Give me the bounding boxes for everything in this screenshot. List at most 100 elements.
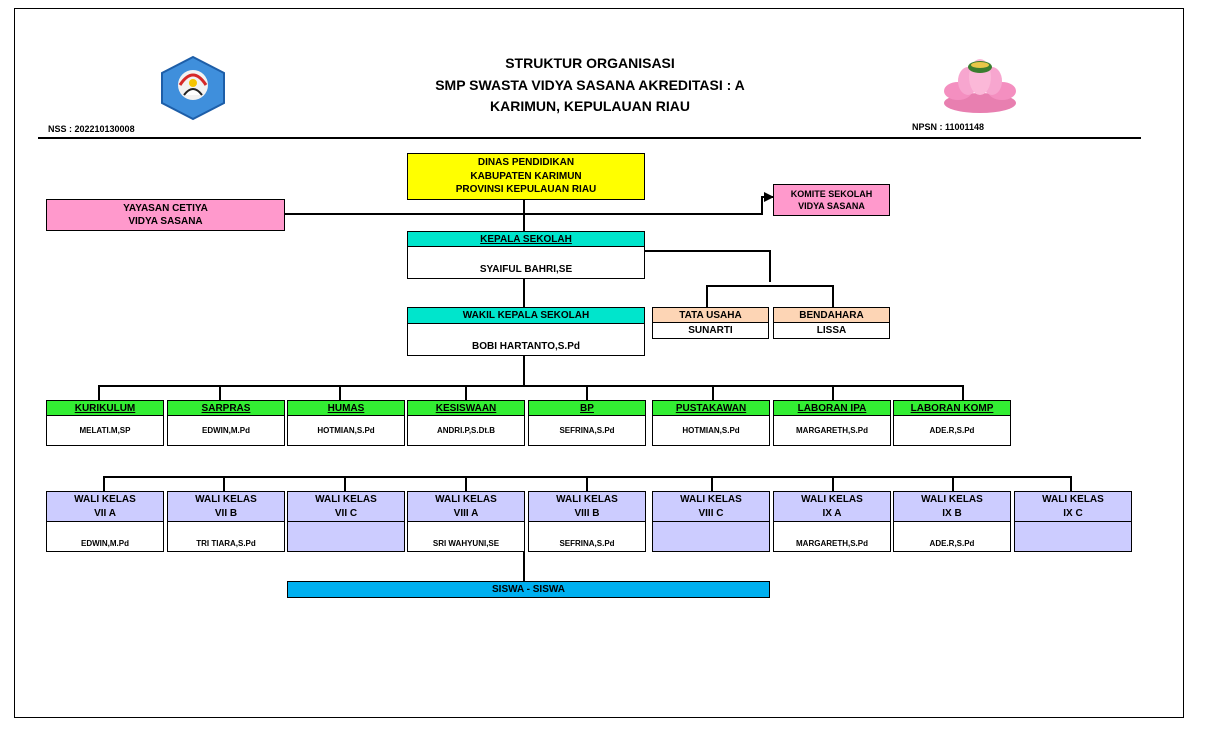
connector: [769, 250, 771, 282]
logo-right: [940, 53, 1020, 119]
connector: [219, 385, 221, 401]
komite-box: KOMITE SEKOLAH VIDYA SASANA: [773, 184, 890, 216]
wali-label: WALI KELAS: [921, 494, 983, 505]
wali-label: WALI KELAS: [801, 494, 863, 505]
wali-ix-a-header: WALI KELAS IX A: [773, 491, 891, 522]
wakil-name: BOBI HARTANTO,S.Pd: [407, 324, 645, 356]
wali-label: WALI KELAS: [1042, 494, 1104, 505]
wali-class: VIII B: [574, 508, 600, 519]
connector: [98, 385, 100, 401]
connector: [952, 476, 954, 492]
connector: [586, 385, 588, 401]
connector: [586, 476, 588, 492]
connector: [706, 285, 708, 307]
unit-kurikulum-name: MELATI.M,SP: [46, 416, 164, 446]
wali-viii-a-name: SRI WAHYUNI,SE: [407, 522, 525, 552]
kepala-name: SYAIFUL BAHRI,SE: [407, 247, 645, 279]
unit-laboran-ipa-name: MARGARETH,S.Pd: [773, 416, 891, 446]
lotus-flower-icon: [944, 59, 1016, 113]
wali-class: IX A: [822, 508, 842, 519]
connector: [832, 476, 834, 492]
connector: [711, 476, 713, 492]
title-line-3: KARIMUN, KEPULAUAN RIAU: [490, 98, 690, 114]
unit-bp-title: BP: [528, 400, 646, 416]
logo-left: [158, 55, 228, 121]
connector: [832, 385, 834, 401]
wali-label: WALI KELAS: [435, 494, 497, 505]
bendahara-title: BENDAHARA: [773, 307, 890, 323]
wali-class: IX B: [942, 508, 962, 519]
tata-usaha-title: TATA USAHA: [652, 307, 769, 323]
tata-usaha-name: SUNARTI: [652, 323, 769, 339]
connector: [98, 385, 964, 387]
kepala-title: KEPALA SEKOLAH: [407, 231, 645, 247]
unit-humas-name: HOTMIAN,S.Pd: [287, 416, 405, 446]
wali-label: WALI KELAS: [74, 494, 136, 505]
connector: [103, 476, 105, 492]
wali-ix-b-header: WALI KELAS IX B: [893, 491, 1011, 522]
connector: [832, 285, 834, 307]
wali-viii-c-header: WALI KELAS VIII C: [652, 491, 770, 522]
wali-vii-a-name: EDWIN,M.Pd: [46, 522, 164, 552]
wali-label: WALI KELAS: [315, 494, 377, 505]
connector: [523, 551, 525, 582]
connector: [223, 476, 225, 492]
connector: [761, 197, 763, 215]
unit-kurikulum-title: KURIKULUM: [46, 400, 164, 416]
wakil-title: WAKIL KEPALA SEKOLAH: [407, 307, 645, 324]
connector: [523, 355, 525, 386]
unit-kesiswaan-title: KESISWAAN: [407, 400, 525, 416]
wali-viii-b-header: WALI KELAS VIII B: [528, 491, 646, 522]
connector: [712, 385, 714, 401]
connector: [339, 385, 341, 401]
wali-vii-c-name: [287, 522, 405, 552]
wali-viii-c-name: [652, 522, 770, 552]
wali-vii-b-header: WALI KELAS VII B: [167, 491, 285, 522]
unit-laboran-komp-title: LABORAN KOMP: [893, 400, 1011, 416]
npsn-label: NPSN : 11001148: [912, 122, 985, 132]
title-line-1: STRUKTUR ORGANISASI: [505, 55, 675, 71]
wali-viii-b-name: SEFRINA,S.Pd: [528, 522, 646, 552]
wali-class: VII A: [94, 508, 116, 519]
komite-line-1: KOMITE SEKOLAH: [790, 188, 873, 199]
unit-kesiswaan-name: ANDRI.P,S.Dt.B: [407, 416, 525, 446]
komite-line-2: VIDYA SASANA: [798, 201, 865, 211]
connector: [706, 285, 834, 287]
siswa-box: SISWA - SISWA: [287, 581, 770, 598]
dinas-line-3: PROVINSI KEPULAUAN RIAU: [455, 184, 597, 196]
unit-humas-title: HUMAS: [287, 400, 405, 416]
wali-vii-c-header: WALI KELAS VII C: [287, 491, 405, 522]
connector: [344, 476, 346, 492]
unit-pustakawan-name: HOTMIAN,S.Pd: [652, 416, 770, 446]
wali-class: IX C: [1063, 508, 1083, 519]
unit-bp-name: SEFRINA,S.Pd: [528, 416, 646, 446]
wali-label: WALI KELAS: [556, 494, 618, 505]
unit-pustakawan-title: PUSTAKAWAN: [652, 400, 770, 416]
tut-wuri-handayani-icon: [161, 55, 225, 121]
unit-laboran-ipa-title: LABORAN IPA: [773, 400, 891, 416]
wali-class: VIII A: [453, 508, 479, 519]
page-frame: [14, 8, 1184, 718]
wali-class: VII C: [334, 508, 358, 519]
yayasan-box: YAYASAN CETIYA VIDYA SASANA: [46, 199, 285, 231]
nss-label: NSS : 202210130008: [48, 124, 135, 134]
dinas-box: DINAS PENDIDIKAN KABUPATEN KARIMUN PROVI…: [407, 153, 645, 200]
title-line-2: SMP SWASTA VIDYA SASANA AKREDITASI : A: [435, 77, 745, 93]
wali-ix-a-name: MARGARETH,S.Pd: [773, 522, 891, 552]
yayasan-line-2: VIDYA SASANA: [128, 216, 203, 227]
wali-label: WALI KELAS: [195, 494, 257, 505]
yayasan-line-1: YAYASAN CETIYA: [123, 202, 208, 214]
connector: [1070, 476, 1072, 492]
connector: [523, 278, 525, 308]
unit-laboran-komp-name: ADE.R,S.Pd: [893, 416, 1011, 446]
connector: [465, 385, 467, 401]
wali-ix-c-header: WALI KELAS IX C: [1014, 491, 1132, 522]
wali-ix-c-name: [1014, 522, 1132, 552]
wali-viii-a-header: WALI KELAS VIII A: [407, 491, 525, 522]
dinas-line-1: DINAS PENDIDIKAN: [477, 157, 575, 169]
unit-sarpras-name: EDWIN,M.Pd: [167, 416, 285, 446]
wali-class: VIII C: [698, 508, 724, 519]
wali-class: VII B: [214, 508, 238, 519]
bendahara-name: LISSA: [773, 323, 890, 339]
dinas-line-2: KABUPATEN KARIMUN: [470, 170, 582, 182]
